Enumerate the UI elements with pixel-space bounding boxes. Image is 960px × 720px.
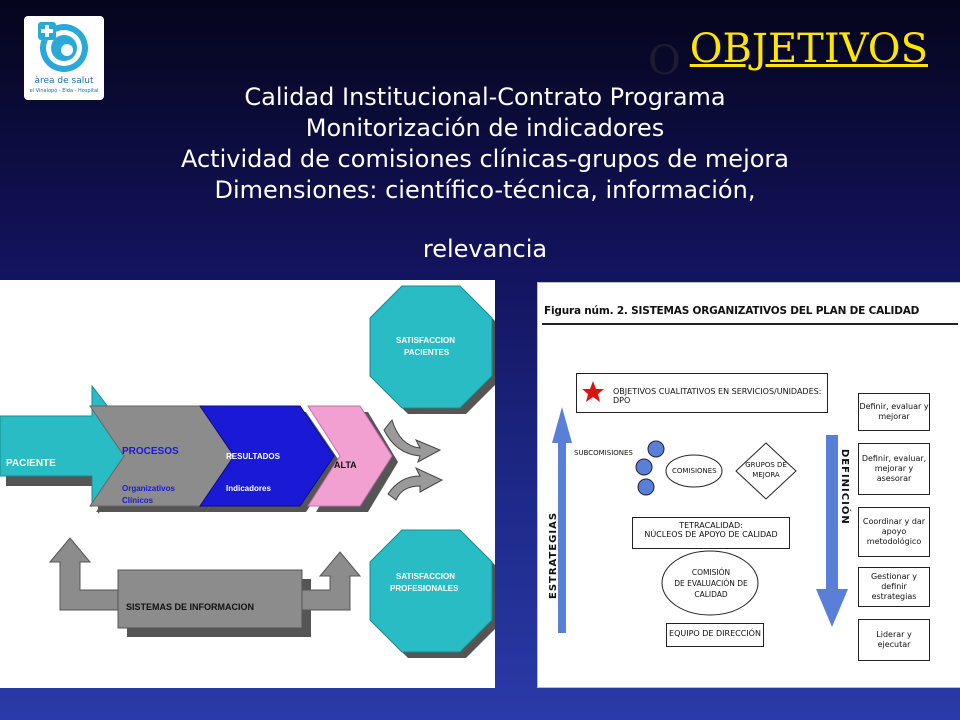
comision-label-1: COMISIÓN bbox=[691, 568, 731, 577]
comisiones-ellipse bbox=[665, 454, 723, 488]
alta-label: ALTA bbox=[334, 460, 357, 470]
slide-title: OBJETIVOS bbox=[689, 26, 928, 72]
paciente-label: PACIENTE bbox=[6, 458, 56, 469]
resultados-label: RESULTADOS bbox=[226, 452, 280, 461]
figure-title: Figura núm. 2. SISTEMAS ORGANIZATIVOS DE… bbox=[544, 305, 920, 317]
logo-subtext: el Vinalopó - Elda - Hospital bbox=[29, 88, 99, 94]
right-box-3: Coordinar y dar apoyo metodológico bbox=[858, 507, 930, 557]
comision-label-2: DE EVALUACIÓN DE bbox=[674, 579, 748, 588]
area-de-salut-logo: àrea de salut el Vinalopó - Elda - Hospi… bbox=[24, 16, 104, 100]
procesos-label: PROCESOS bbox=[122, 446, 179, 457]
curved-arrow-down bbox=[387, 466, 444, 501]
tetracalidad-label-2: NÚCLEOS DE APOYO DE CALIDAD bbox=[644, 530, 778, 539]
right-box-1: Definir, evaluar y mejorar bbox=[858, 393, 930, 431]
sat-pacientes-label-2: PACIENTES bbox=[404, 348, 450, 357]
octagon-satisfaccion-pacientes bbox=[369, 285, 493, 409]
sat-profesionales-label-1: SATISFACCION bbox=[396, 572, 455, 581]
comisiones-label: COMISIONES bbox=[672, 467, 717, 475]
procesos-sub1: Organizativos bbox=[122, 484, 175, 493]
right-box-4: Gestionar y definir estrategias bbox=[858, 567, 930, 607]
title-shadow: O bbox=[648, 38, 682, 84]
objetivos-box: OBJETIVOS CUALITATIVOS EN SERVICIOS/UNID… bbox=[576, 373, 828, 413]
figure-rule bbox=[542, 323, 958, 325]
equipo-direccion-box: EQUIPO DE DIRECCIÓN bbox=[666, 623, 764, 647]
process-flow-diagram: PACIENTE PROCESOS Organizativos Clínicos… bbox=[0, 280, 495, 688]
grupos-label-2: MEJORA bbox=[752, 471, 780, 479]
estrategias-label: ESTRATEGIAS bbox=[548, 511, 559, 599]
objetivos-label: OBJETIVOS CUALITATIVOS EN SERVICIOS/UNID… bbox=[613, 387, 822, 405]
resultados-sub: Indicadores bbox=[226, 484, 271, 493]
comision-label-3: CALIDAD bbox=[694, 590, 728, 599]
right-box-5: Liderar y ejecutar bbox=[858, 619, 930, 661]
feedback-arrow-right bbox=[301, 551, 362, 611]
definicion-label: DEFINICIÓN bbox=[839, 449, 850, 525]
subcomisiones-label: SUBCOMISIONES bbox=[574, 449, 633, 457]
subcomision-circle-1 bbox=[647, 440, 665, 458]
logo-icon bbox=[38, 22, 88, 72]
feedback-arrow-left bbox=[48, 537, 119, 611]
process-flow-graphic bbox=[0, 285, 495, 658]
objective-line-3: Actividad de comisiones clínicas-grupos … bbox=[180, 145, 789, 173]
grupos-label-1: GRUPOS DE bbox=[745, 461, 787, 469]
objective-line-2: Monitorización de indicadores bbox=[305, 114, 665, 142]
octagon-satisfaccion-profesionales bbox=[369, 529, 493, 653]
tetracalidad-box: TETRACALIDAD: NÚCLEOS DE APOYO DE CALIDA… bbox=[632, 517, 790, 549]
right-box-2: Definir, evaluar, mejorar y asesorar bbox=[858, 443, 930, 495]
subcomision-circle-2 bbox=[635, 458, 653, 476]
procesos-sub2: Clínicos bbox=[122, 496, 154, 505]
sistemas-label: SISTEMAS DE INFORMACION bbox=[126, 602, 255, 612]
sat-profesionales-label-2: PROFESIONALES bbox=[390, 584, 459, 593]
logo-text: àrea de salut bbox=[34, 76, 94, 86]
objective-line-4: Dimensiones: científico-técnica, informa… bbox=[214, 176, 756, 204]
curved-arrow-up bbox=[383, 418, 442, 464]
organizational-systems-figure: Figura núm. 2. SISTEMAS ORGANIZATIVOS DE… bbox=[537, 282, 960, 688]
sat-pacientes-label-1: SATISFACCION bbox=[396, 336, 455, 345]
figure-graphics bbox=[552, 407, 848, 633]
grupos-diamond bbox=[735, 442, 797, 500]
subcomision-circle-3 bbox=[637, 478, 655, 496]
estrategias-arrow bbox=[552, 407, 572, 633]
sistemas-informacion-box bbox=[117, 569, 303, 629]
star-icon bbox=[582, 381, 604, 402]
resultados-chevron bbox=[199, 405, 335, 507]
comision-evaluacion-ellipse bbox=[661, 550, 759, 616]
objective-line-1: Calidad Institucional-Contrato Programa bbox=[244, 83, 726, 111]
comision-labels: COMISIÓN DE EVALUACIÓN DE CALIDAD bbox=[664, 567, 758, 600]
alta-chevron bbox=[307, 405, 393, 507]
objective-line-5: relevancia bbox=[422, 235, 548, 263]
tetracalidad-label-1: TETRACALIDAD: bbox=[679, 521, 743, 530]
definicion-arrow bbox=[816, 435, 848, 627]
